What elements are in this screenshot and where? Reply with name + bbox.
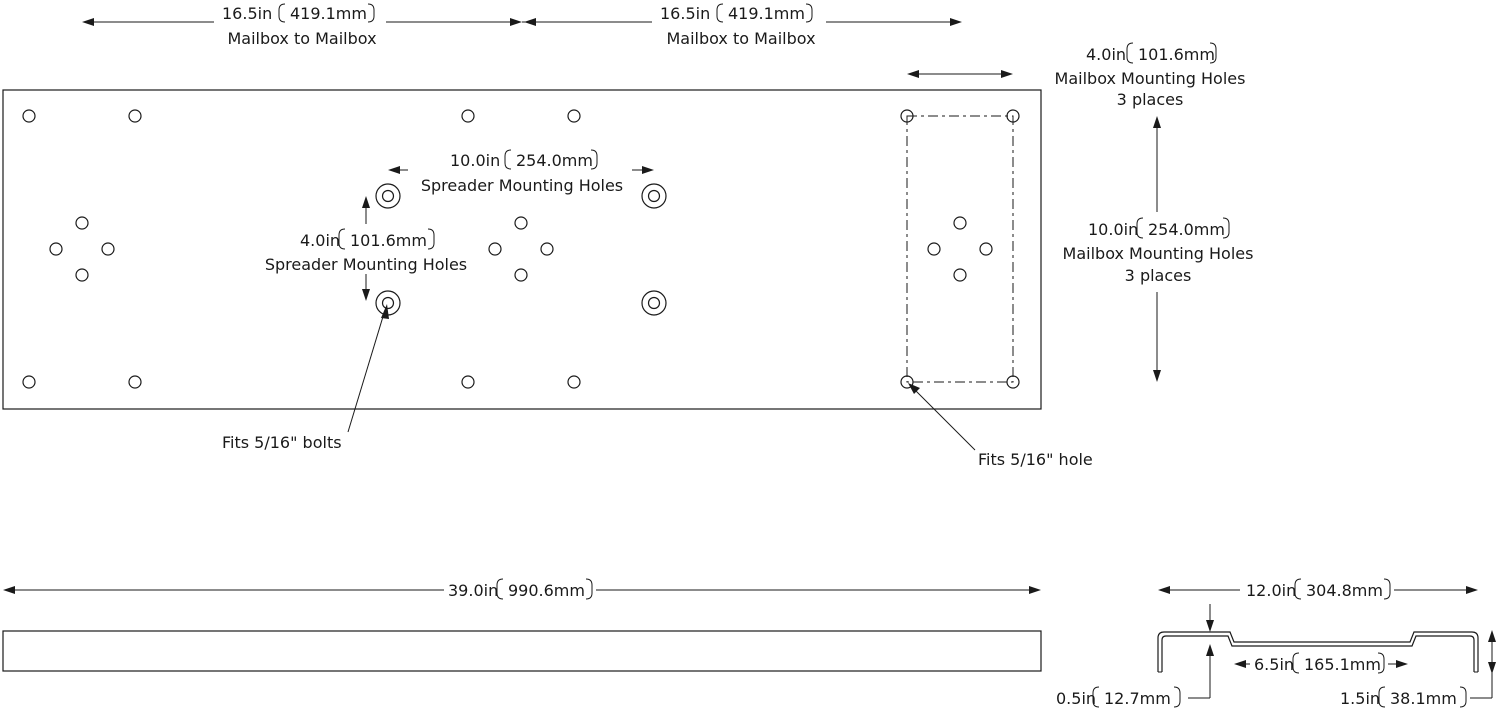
callout-bolts: Fits 5/16" bolts (222, 304, 389, 452)
dim-metric: 254.0mm (516, 151, 593, 170)
dim-caption: Mailbox Mounting Holes (1063, 244, 1254, 263)
dim-mailbox-spacing-2: 16.5in 419.1mm Mailbox to Mailbox (522, 3, 962, 48)
side-view-bar (2, 630, 1042, 672)
dim-profile-height: 1.5in 38.1mm (1340, 630, 1496, 708)
dim-spreader-holes-width: 10.0in 254.0mm Spreader Mounting Holes (388, 149, 654, 195)
center-hole-pattern-2 (488, 216, 554, 282)
plate-outline (2, 89, 1042, 410)
dim-value: 0.5in (1056, 689, 1096, 708)
mailbox-footprint-outline (906, 115, 1014, 383)
dim-channel-width: 6.5in 165.1mm (1234, 652, 1408, 674)
dim-metric: 254.0mm (1148, 220, 1225, 239)
dim-metric: 419.1mm (728, 4, 805, 23)
end-profile (1157, 631, 1479, 673)
dim-caption: Mailbox to Mailbox (666, 29, 815, 48)
dim-value: 10.0in (450, 151, 500, 170)
dim-spreader-holes-height: 4.0in 101.6mm Spreader Mounting Holes (265, 196, 467, 301)
spreader-holes (375, 183, 667, 316)
dim-value: 12.0in (1246, 581, 1296, 600)
callout-hole: Fits 5/16" hole (908, 383, 1093, 469)
dim-metric: 990.6mm (508, 581, 585, 600)
dim-metric: 12.7mm (1104, 689, 1171, 708)
dim-caption: Spreader Mounting Holes (421, 176, 623, 195)
dim-metric: 165.1mm (1304, 655, 1381, 674)
dim-overall-length: 39.0in 990.6mm (3, 578, 1041, 600)
dim-caption: Mailbox Mounting Holes (1055, 69, 1246, 88)
dim-value: 4.0in (300, 231, 340, 250)
callout-hole-label: Fits 5/16" hole (978, 450, 1093, 469)
dim-metric: 101.6mm (1138, 45, 1215, 64)
dim-channel-depth: 0.5in 12.7mm (1056, 604, 1214, 708)
dim-value: 4.0in (1086, 45, 1126, 64)
dim-value: 10.0in (1088, 220, 1138, 239)
dim-value: 6.5in (1254, 655, 1294, 674)
dim-metric: 38.1mm (1390, 689, 1457, 708)
dim-note: 3 places (1117, 90, 1184, 109)
callout-bolts-label: Fits 5/16" bolts (222, 433, 342, 452)
dim-caption: Spreader Mounting Holes (265, 255, 467, 274)
dim-value: 16.5in (660, 4, 710, 23)
dim-metric: 304.8mm (1306, 581, 1383, 600)
dim-mailbox-holes-height: 10.0in 254.0mm Mailbox Mounting Holes 3 … (1063, 116, 1254, 382)
dim-value: 39.0in (448, 581, 498, 600)
mailbox-holes-set-2 (461, 109, 581, 389)
dim-metric: 419.1mm (290, 4, 367, 23)
mailbox-holes-set-3 (900, 109, 1020, 389)
dim-caption: Mailbox to Mailbox (227, 29, 376, 48)
dim-value: 16.5in (222, 4, 272, 23)
mailbox-holes-set-1 (22, 109, 142, 389)
dim-profile-width: 12.0in 304.8mm (1158, 578, 1478, 600)
center-hole-pattern-1 (49, 216, 115, 282)
dim-note: 3 places (1125, 266, 1192, 285)
dim-value: 1.5in (1340, 689, 1380, 708)
dim-mailbox-spacing-1: 16.5in 419.1mm Mailbox to Mailbox (82, 3, 522, 48)
dim-metric: 101.6mm (350, 231, 427, 250)
dim-mailbox-holes-width: 4.0in 101.6mm Mailbox Mounting Holes 3 p… (907, 42, 1246, 109)
center-hole-pattern-3 (927, 216, 993, 282)
